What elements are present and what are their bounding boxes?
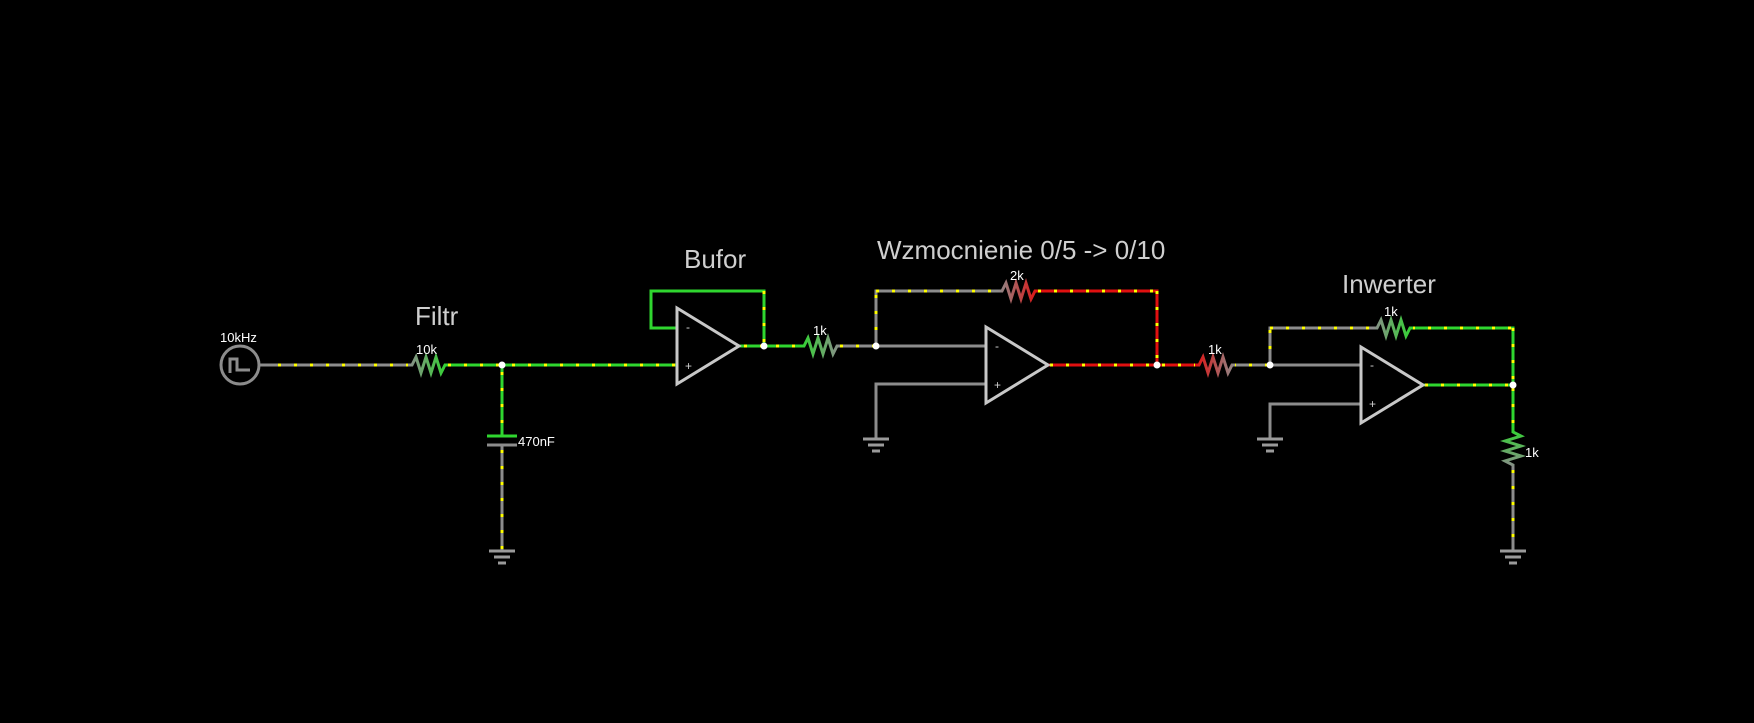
wire-inverter-feedback-right[interactable] [1410,326,1515,387]
opamp-gain[interactable]: - + [984,324,1051,406]
opamp-buffer[interactable]: - + [675,305,742,387]
resistor-filter[interactable] [408,351,448,379]
wire-inverter-feedback-left[interactable] [1268,326,1375,367]
square-wave-source[interactable] [219,344,266,386]
junction-node[interactable] [1509,381,1517,389]
resistor-inverter-feedback-label: 1k [1384,304,1398,319]
resistor-inverter-feedback[interactable] [1373,314,1413,342]
wire-gain-feedback-left[interactable] [874,289,1000,348]
section-label-filter: Filtr [415,301,459,331]
ground-inverter [1257,437,1283,453]
source-frequency-label: 10kHz [220,330,257,345]
opamp-gain-minus-sign: - [995,339,999,353]
opamp-gain-plus-sign: + [994,378,1001,392]
opamp-inverter-minus-sign: - [1370,358,1374,372]
ground-load [1500,549,1526,565]
opamp-inverter-plus-sign: + [1369,397,1376,411]
opamp-buffer-plus-sign: + [685,359,692,373]
section-label-buffer: Bufor [684,244,746,274]
wire-buffer-feedback[interactable] [649,289,766,348]
junction-node[interactable] [760,342,768,350]
opamp-buffer-minus-sign: - [686,320,690,334]
junction-node[interactable] [872,342,880,350]
wire-gain-plus-to-ground[interactable] [874,382,988,439]
opamp-inverter[interactable]: - + [1359,344,1426,426]
resistor-filter-label: 10k [416,342,437,357]
junction-node[interactable] [1153,361,1161,369]
wire-gain-feedback-right[interactable] [1036,289,1159,367]
resistor-gain-input[interactable] [800,332,840,360]
section-label-inverter: Inwerter [1342,269,1436,299]
junction-node[interactable] [498,361,506,369]
capacitor-filter[interactable] [487,434,517,447]
resistor-inverter-input[interactable] [1195,351,1235,379]
resistor-load[interactable] [1499,428,1527,468]
wire-inverter-plus-to-ground[interactable] [1268,402,1363,439]
capacitor-filter-label: 470nF [518,434,555,449]
resistor-gain-input-label: 1k [813,323,827,338]
resistor-gain-feedback[interactable] [998,277,1038,305]
ground-capacitor [489,549,515,565]
resistor-load-label: 1k [1525,445,1539,460]
resistor-gain-feedback-label: 2k [1010,268,1024,283]
ground-gain [863,437,889,453]
section-label-gain: Wzmocnienie 0/5 -> 0/10 [877,235,1165,265]
junction-node[interactable] [1266,361,1274,369]
resistor-inverter-input-label: 1k [1208,342,1222,357]
